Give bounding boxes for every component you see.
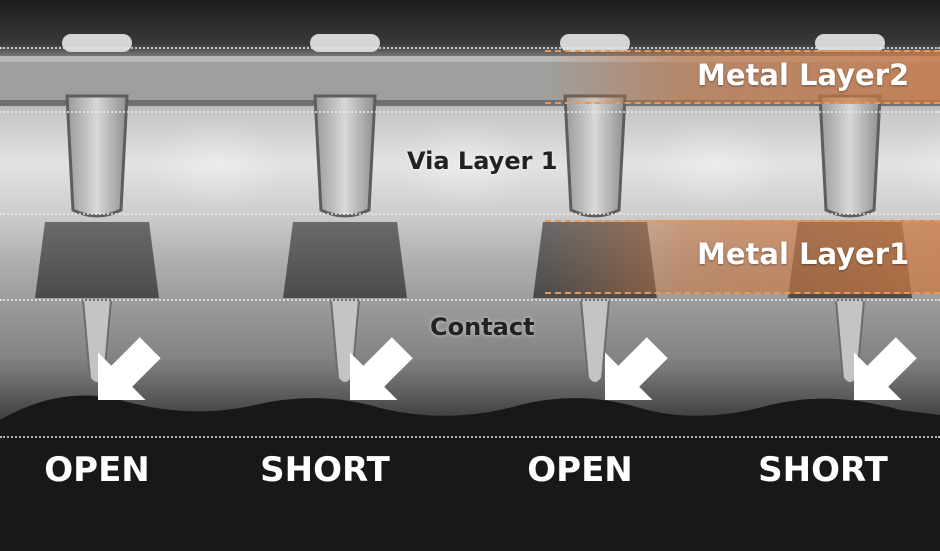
metal-layer2-label: Metal Layer2 — [697, 58, 910, 92]
divider-metal1 — [0, 213, 940, 215]
arrow-icon — [350, 337, 413, 400]
divider-top — [0, 47, 940, 49]
metal-layer2-band — [545, 50, 940, 104]
arrow-icon — [854, 337, 917, 400]
metal-layer1-band — [545, 220, 940, 294]
defect-label-4: SHORT — [758, 450, 888, 490]
divider-bottom — [0, 436, 940, 438]
arrow-icon — [98, 337, 161, 400]
divider-contact — [0, 299, 940, 301]
metal-layer1-label: Metal Layer1 — [697, 237, 910, 271]
divider-via — [0, 111, 940, 113]
defect-label-2: SHORT — [260, 450, 390, 490]
contact-label: Contact — [430, 313, 535, 341]
defect-label-3: OPEN — [527, 450, 633, 490]
defect-label-1: OPEN — [44, 450, 150, 490]
arrow-icon — [605, 337, 668, 400]
via-layer1-label: Via Layer 1 — [407, 147, 558, 175]
